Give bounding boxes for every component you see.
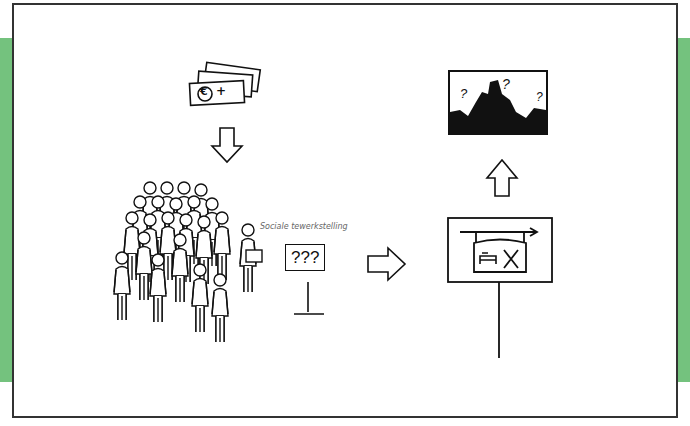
up-arrow — [487, 160, 517, 196]
hotel-signboard — [448, 218, 552, 358]
question-mark: ? — [460, 86, 467, 101]
money-symbol: € — [200, 86, 208, 97]
green-band — [0, 38, 14, 382]
picture-frame: ??? — [448, 70, 548, 135]
sign-text: ??? — [285, 244, 325, 271]
question-mark: ? — [536, 90, 543, 104]
money-symbol: + — [216, 85, 226, 97]
right-arrow — [368, 248, 405, 280]
city-skyline — [450, 80, 546, 133]
sign-board: Sociale tewerkstelling??? — [256, 222, 356, 284]
crowd — [114, 182, 262, 342]
money-icon — [189, 62, 260, 105]
down-arrow — [212, 128, 242, 162]
frame-border — [13, 4, 677, 417]
sign-heading: Sociale tewerkstelling — [260, 222, 348, 231]
sign-post — [294, 282, 324, 314]
green-band — [676, 38, 690, 382]
question-mark: ? — [502, 76, 510, 92]
